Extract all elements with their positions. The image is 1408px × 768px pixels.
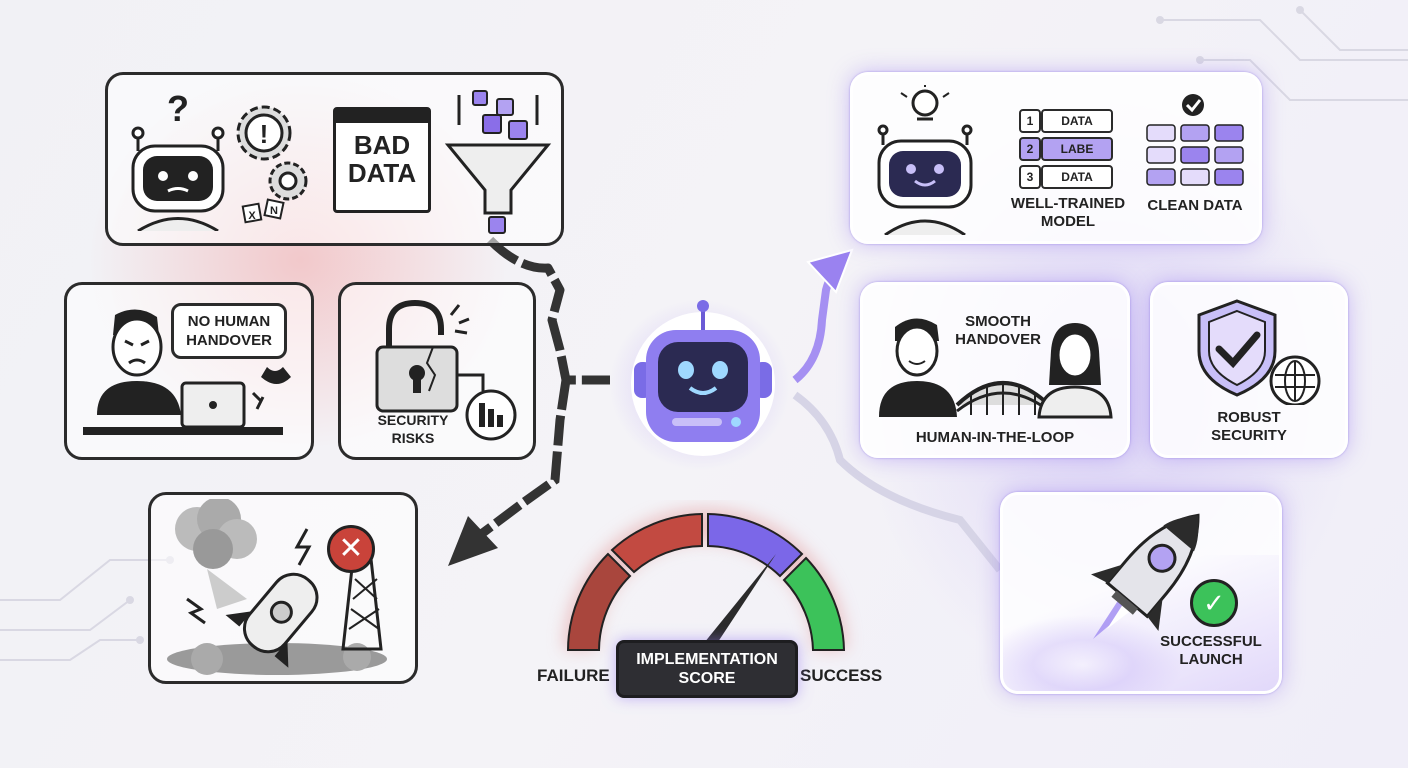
successful-launch-label: SUCCESSFUL LAUNCH bbox=[1151, 633, 1271, 669]
happy-robot-icon bbox=[877, 85, 973, 235]
shield-check-icon bbox=[1197, 299, 1321, 405]
data-row-1-text: DATA bbox=[1041, 109, 1113, 133]
no-handover-bubble-line1: NO HUMAN bbox=[187, 313, 271, 330]
ai-robot-icon bbox=[631, 300, 775, 456]
security-risks-panel: SECURITY RISKS bbox=[338, 282, 536, 460]
data-row-3-text: DATA bbox=[1041, 165, 1113, 189]
success-check-icon: ✓ bbox=[1190, 579, 1238, 627]
security-risks-label: SECURITY RISKS bbox=[363, 411, 463, 447]
confused-robot-icon: ? bbox=[131, 91, 225, 231]
frustrated-person-icon bbox=[83, 309, 291, 435]
model-label-line2: MODEL bbox=[1040, 213, 1096, 230]
model-label-line1: WELL-TRAINED bbox=[1010, 195, 1126, 212]
gauge-needle bbox=[700, 554, 776, 654]
security-risks-label-line2: RISKS bbox=[391, 430, 435, 446]
bad-data-text-line1: BAD bbox=[353, 130, 411, 160]
robust-security-label: ROBUST SECURITY bbox=[1189, 409, 1309, 445]
gauge-segment-purple bbox=[707, 512, 804, 578]
bad-data-document: BAD DATA bbox=[333, 107, 431, 213]
smooth-handover-title: SMOOTH HANDOVER bbox=[943, 313, 1053, 349]
broken-lock-icon bbox=[375, 299, 517, 441]
implementation-score-box: IMPLEMENTATION SCORE bbox=[616, 640, 798, 698]
rocket-icon bbox=[1091, 513, 1200, 639]
gauge-success-label: SUCCESS bbox=[800, 666, 883, 685]
well-trained-model-label: WELL-TRAINED MODEL bbox=[993, 195, 1143, 231]
question-mark: ? bbox=[167, 91, 189, 129]
model-data-panel: 1 DATA 2 LABE 3 DATA WELL-TRAINED MODEL … bbox=[850, 72, 1262, 244]
failure-x-icon: ✕ bbox=[327, 525, 375, 573]
bad-data-text-line2: DATA bbox=[347, 158, 417, 188]
failed-launch-panel: ✕ bbox=[148, 492, 418, 684]
score-line2: SCORE bbox=[678, 670, 736, 687]
data-row-1-num: 1 bbox=[1019, 109, 1041, 133]
robust-security-panel: ROBUST SECURITY bbox=[1150, 282, 1348, 458]
crashed-rocket-icon bbox=[167, 499, 387, 675]
failure-connector bbox=[486, 236, 610, 385]
implementation-gauge bbox=[563, 508, 847, 654]
svg-text:N: N bbox=[270, 205, 278, 217]
bad-data-panel: ? ! X N BAD DATA bbox=[105, 72, 564, 246]
robust-security-line1: ROBUST bbox=[1217, 409, 1281, 426]
data-row-2-num: 2 bbox=[1019, 137, 1041, 161]
data-row-3-num: 3 bbox=[1019, 165, 1041, 189]
gauge-segment-red-1 bbox=[566, 552, 632, 651]
smooth-handover-line1: SMOOTH bbox=[965, 313, 1031, 330]
security-risks-label-line1: SECURITY bbox=[377, 412, 449, 428]
svg-text:!: ! bbox=[260, 119, 269, 149]
success-arrowhead bbox=[806, 248, 854, 294]
gauge-segment-red-2 bbox=[610, 512, 703, 574]
successful-launch-line1: SUCCESSFUL bbox=[1160, 633, 1262, 650]
no-handover-panel: NO HUMAN HANDOVER bbox=[64, 282, 314, 460]
success-connector-down bbox=[792, 391, 1004, 573]
handover-bridge-icon bbox=[879, 318, 1113, 419]
gauge-segment-green bbox=[782, 556, 846, 651]
human-in-the-loop-caption: HUMAN-IN-THE-LOOP bbox=[915, 429, 1075, 446]
data-row-2-text: LABE bbox=[1041, 137, 1113, 161]
failure-arrowhead bbox=[448, 516, 498, 566]
human-in-the-loop-panel: SMOOTH HANDOVER HUMAN-IN-THE-LOOP bbox=[860, 282, 1130, 458]
funnel-icon bbox=[444, 90, 552, 234]
gear-warning-icon: ! X N bbox=[236, 105, 308, 224]
robust-security-line2: SECURITY bbox=[1211, 427, 1287, 444]
smooth-handover-line2: HANDOVER bbox=[955, 331, 1041, 348]
successful-launch-line2: LAUNCH bbox=[1179, 651, 1243, 668]
successful-launch-panel: ✓ SUCCESSFUL LAUNCH bbox=[1000, 492, 1282, 694]
no-handover-bubble: NO HUMAN HANDOVER bbox=[171, 303, 287, 359]
gauge-failure-label: FAILURE bbox=[537, 666, 610, 685]
clean-data-label: CLEAN DATA bbox=[1147, 197, 1243, 214]
no-handover-bubble-line2: HANDOVER bbox=[186, 332, 272, 349]
svg-text:X: X bbox=[248, 210, 256, 222]
clean-data-grid-icon bbox=[1146, 94, 1244, 186]
score-line1: IMPLEMENTATION bbox=[636, 651, 778, 668]
